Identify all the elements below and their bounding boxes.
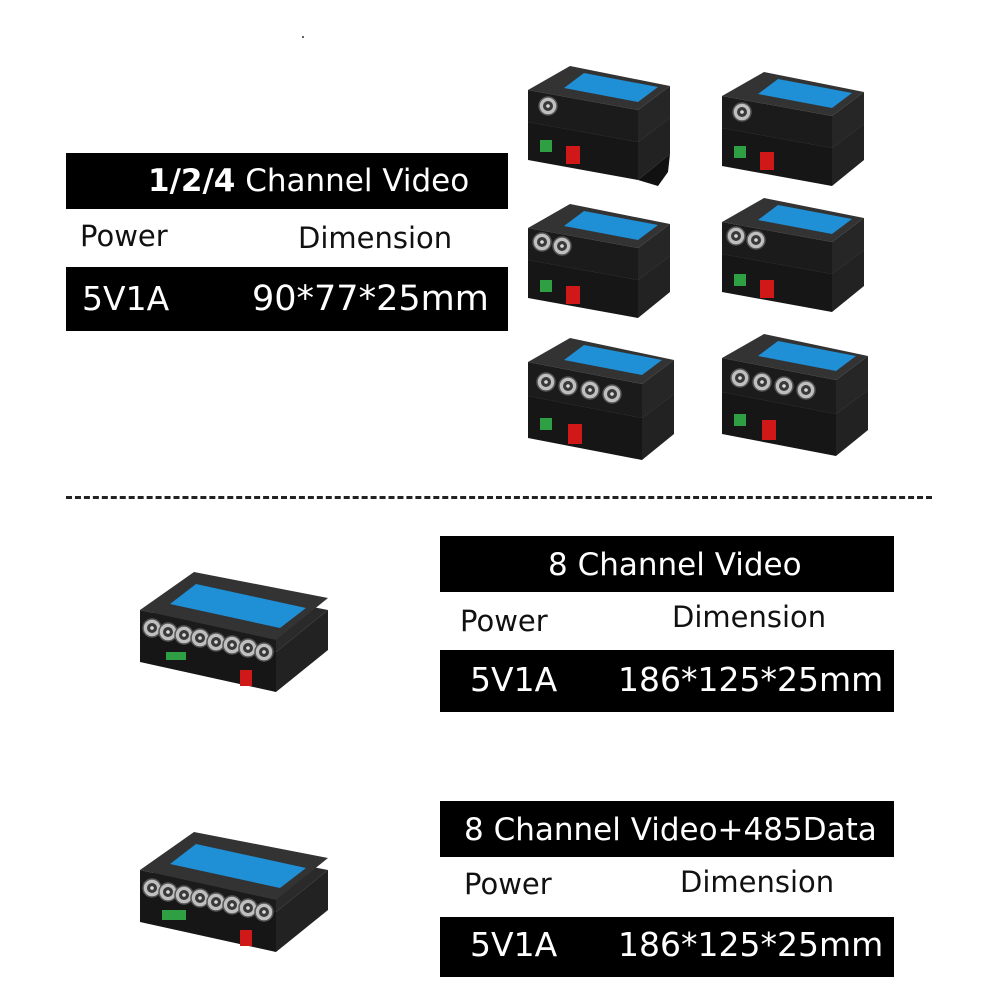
spec-table-8-channel: 8 Channel Video Power Dimension 5V1A 186… xyxy=(440,536,894,712)
dimension-value: 186*125*25mm xyxy=(618,925,884,964)
dimension-label: Dimension xyxy=(672,600,827,634)
spec-title-text: 8 Channel Video+485Data xyxy=(464,812,877,848)
dimension-label: Dimension xyxy=(680,865,835,899)
spec-header-row: Power Dimension xyxy=(440,857,894,917)
spec-table-1-2-4-channel: 1/2/4 Channel Video Power Dimension 5V1A… xyxy=(66,153,508,331)
dimension-value: 186*125*25mm xyxy=(618,660,884,699)
device-4-channel-image xyxy=(528,338,674,460)
power-value: 5V1A xyxy=(470,925,558,964)
spec-title: 1/2/4 Channel Video xyxy=(66,153,508,209)
power-label: Power xyxy=(80,219,168,253)
spec-header-row: Power Dimension xyxy=(66,209,508,267)
device-1-channel-alt-image xyxy=(722,72,864,186)
spec-title-channels: 1/2/4 xyxy=(148,163,236,199)
spec-header-row: Power Dimension xyxy=(440,592,894,650)
device-2-channel-image xyxy=(528,204,670,318)
device-1-channel-image xyxy=(528,66,670,186)
spec-title-text: Channel Video xyxy=(235,163,470,199)
spec-table-8-channel-485: 8 Channel Video+485Data Power Dimension … xyxy=(440,801,894,977)
spec-value-row: 5V1A 90*77*25mm xyxy=(66,267,508,331)
spec-title-text: 8 Channel Video xyxy=(548,547,802,583)
section-divider xyxy=(66,496,932,499)
spec-value-row: 5V1A 186*125*25mm xyxy=(440,917,894,977)
power-value: 5V1A xyxy=(82,279,170,318)
power-value: 5V1A xyxy=(470,660,558,699)
stray-dot xyxy=(302,36,304,38)
power-label: Power xyxy=(464,867,552,901)
device-2-channel-alt-image xyxy=(722,198,864,312)
device-4-channel-alt-image xyxy=(722,334,868,456)
dimension-label: Dimension xyxy=(298,221,453,255)
spec-title: 8 Channel Video+485Data xyxy=(440,801,894,857)
spec-value-row: 5V1A 186*125*25mm xyxy=(440,650,894,712)
dimension-value: 90*77*25mm xyxy=(252,279,489,319)
power-label: Power xyxy=(460,604,548,638)
device-8-channel-485-image xyxy=(140,832,328,952)
spec-title: 8 Channel Video xyxy=(440,536,894,592)
device-8-channel-image xyxy=(140,572,328,692)
